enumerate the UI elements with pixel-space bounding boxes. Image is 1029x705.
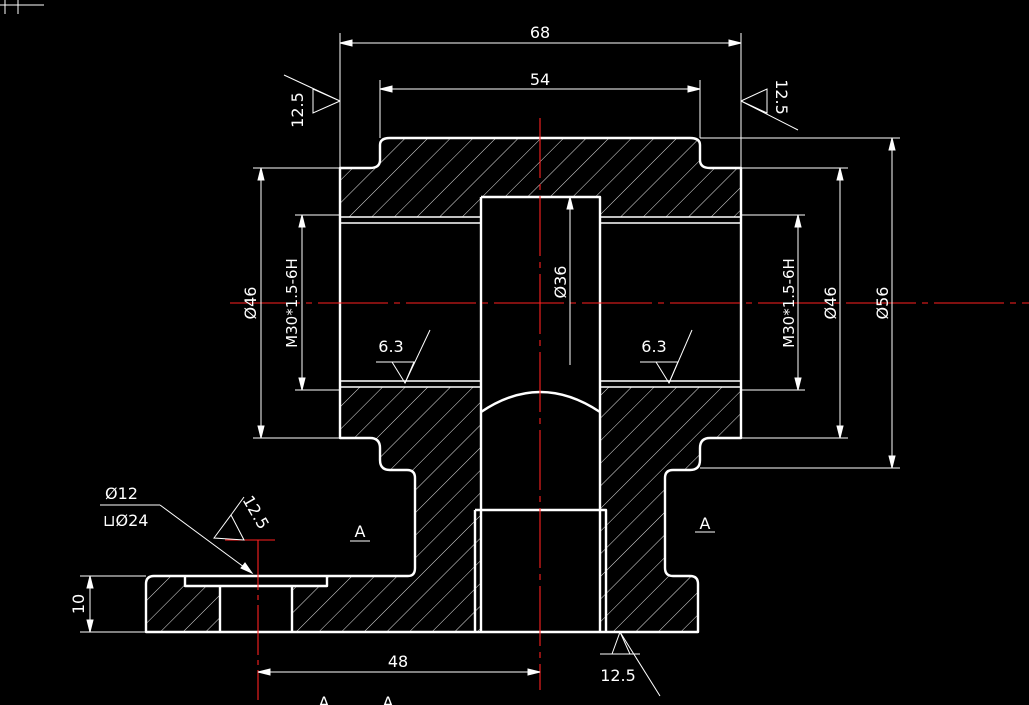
counterbore-hole-clear	[220, 586, 292, 632]
counterbore-recess-clear	[185, 576, 327, 586]
counterbore-label: ⊔Ø24	[103, 511, 148, 530]
dim-phi46-left-label: Ø46	[241, 287, 260, 320]
surface-finish-symbols	[213, 74, 799, 697]
dim-54-label: 54	[530, 70, 550, 89]
centerlines	[225, 118, 1029, 700]
section-label-bottom-1: A	[319, 693, 330, 705]
ucs-crosshair-icon	[0, 0, 44, 14]
finish-thread-right-label: 6.3	[641, 337, 666, 356]
part-outline	[144, 136, 743, 634]
section-label-left: A	[355, 522, 366, 541]
section-label-bottom-2: A	[383, 693, 394, 705]
dim-48-label: 48	[388, 652, 408, 671]
dim-68-label: 68	[530, 23, 550, 42]
finish-hole-label: 12.5	[239, 492, 273, 532]
finish-top-right-label: 12.5	[772, 79, 791, 115]
thread-lines	[340, 216, 741, 388]
dim-phi36-label: Ø36	[551, 266, 570, 299]
finish-top-left-label: 12.5	[288, 92, 307, 128]
thread-right-label: M30*1.5-6H	[780, 258, 798, 348]
dim-phi56-label: Ø56	[873, 287, 892, 320]
finish-thread-left-label: 6.3	[378, 337, 403, 356]
dim-phi46-right-label: Ø46	[821, 287, 840, 320]
section-label-right: A	[700, 514, 711, 533]
finish-bottom-label: 12.5	[600, 666, 636, 685]
dim-10-label: 10	[69, 594, 88, 614]
thread-left-label: M30*1.5-6H	[283, 258, 301, 348]
hatched-sections	[146, 138, 741, 632]
hole-dia-label: Ø12	[105, 484, 138, 503]
